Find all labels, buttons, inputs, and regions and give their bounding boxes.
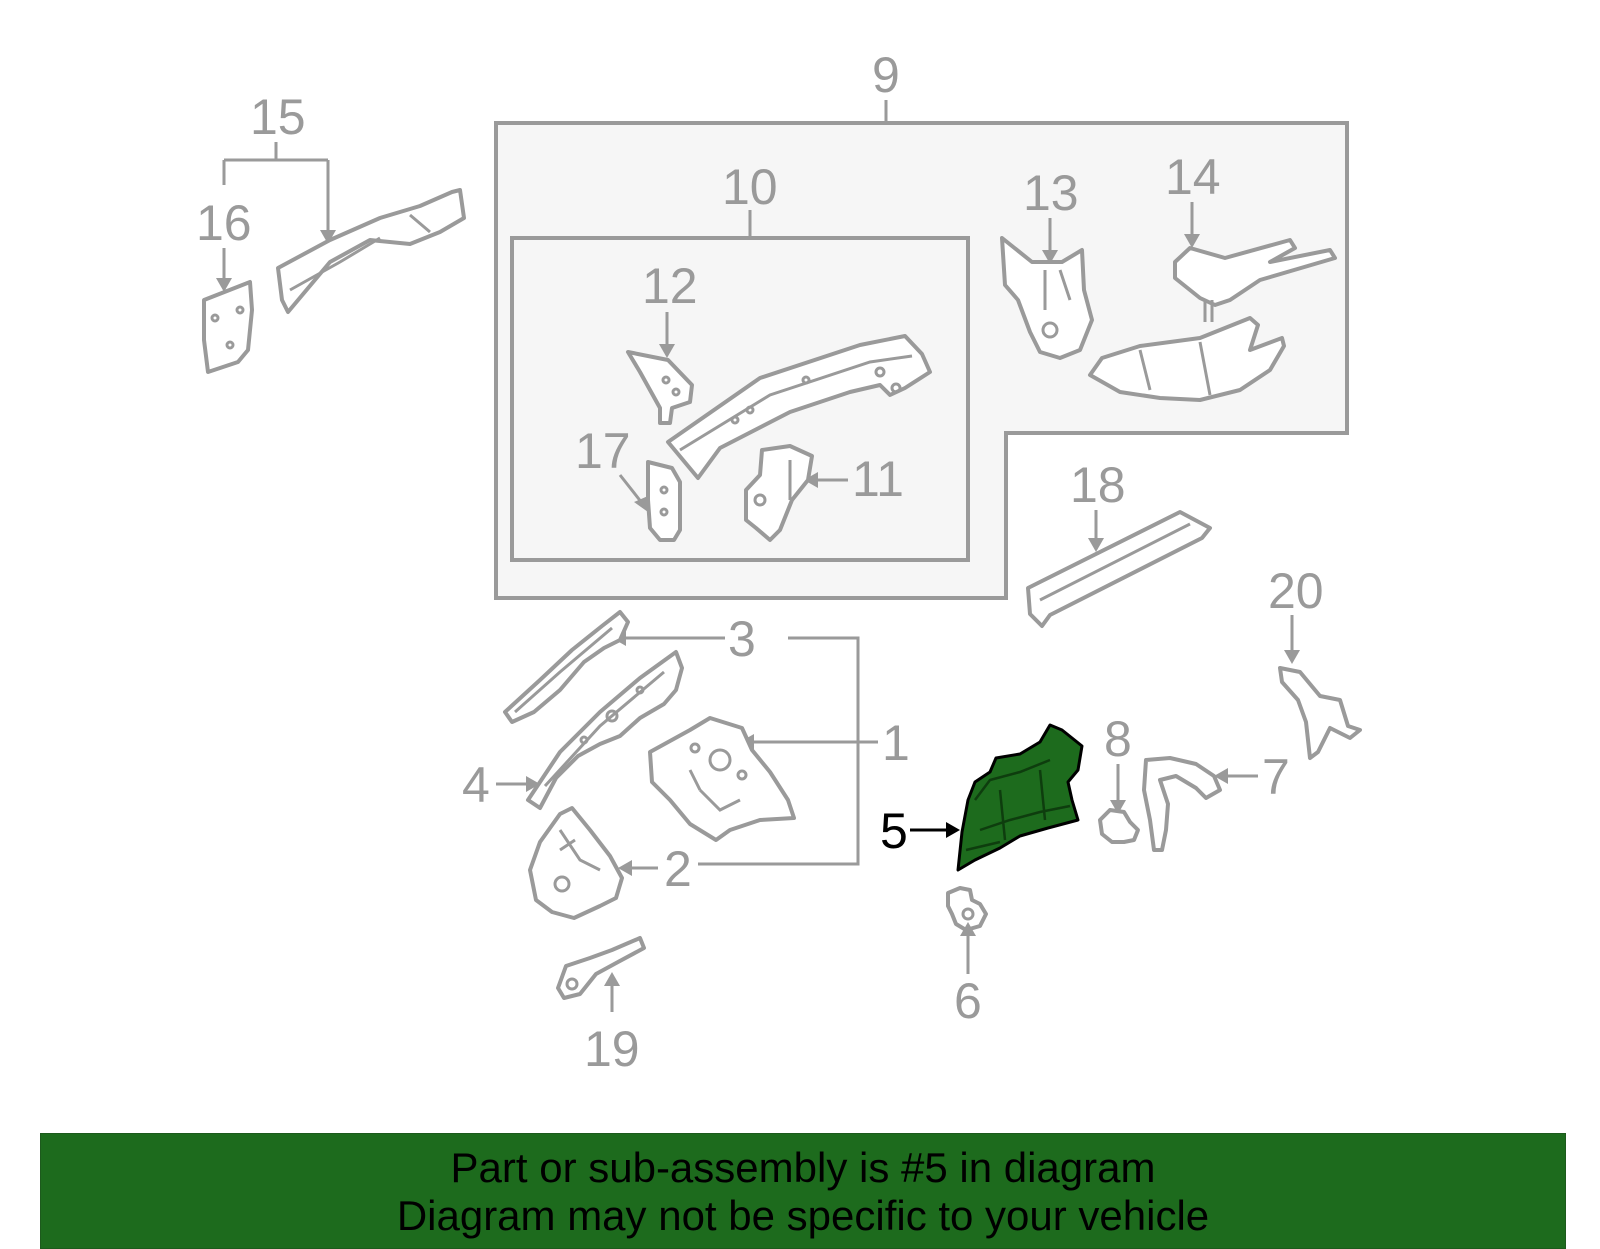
part-1-hole bbox=[708, 748, 732, 772]
part-19[interactable] bbox=[556, 936, 646, 1000]
arrowhead-16 bbox=[216, 278, 232, 292]
part-20[interactable] bbox=[1278, 666, 1362, 760]
part-15[interactable] bbox=[276, 188, 466, 314]
part-8[interactable] bbox=[1098, 808, 1140, 844]
callout-17[interactable]: 17 bbox=[575, 423, 631, 479]
arrowhead-2 bbox=[618, 860, 632, 876]
part-2-detail bbox=[558, 829, 601, 872]
part-13-hole bbox=[1041, 321, 1059, 339]
part-2-hole bbox=[553, 875, 571, 893]
part-1-detail bbox=[688, 769, 741, 812]
leader-17 bbox=[618, 474, 644, 504]
callout-9[interactable]: 9 bbox=[872, 47, 900, 103]
part-17-hole bbox=[659, 485, 669, 495]
callout-2[interactable]: 2 bbox=[664, 841, 692, 897]
part-10-hole bbox=[890, 382, 902, 394]
part-11-hole bbox=[753, 493, 767, 507]
part-10-hole bbox=[745, 405, 755, 415]
callout-18[interactable]: 18 bbox=[1070, 457, 1126, 513]
arrowhead-18 bbox=[1088, 538, 1104, 552]
part-12[interactable] bbox=[626, 350, 694, 425]
arrowhead-19 bbox=[604, 972, 620, 986]
part-4-hole bbox=[605, 709, 619, 723]
part-5-detail bbox=[965, 758, 1071, 852]
arrowhead-11 bbox=[804, 472, 818, 488]
part-16-hole bbox=[235, 305, 245, 315]
part-13[interactable] bbox=[1000, 236, 1094, 360]
callout-14[interactable]: 14 bbox=[1165, 149, 1221, 205]
part-1-hole bbox=[689, 742, 701, 754]
leader-15 bbox=[222, 142, 330, 232]
arrowhead-8 bbox=[1110, 800, 1126, 814]
arrowhead-5 bbox=[946, 822, 960, 838]
arrowhead-15 bbox=[320, 230, 336, 244]
arrowhead-4 bbox=[526, 776, 540, 792]
arrowhead-13 bbox=[1042, 250, 1058, 264]
callout-20[interactable]: 20 bbox=[1268, 563, 1324, 619]
part-17[interactable] bbox=[646, 460, 682, 542]
part-19-hole bbox=[565, 977, 579, 991]
leader-3 bbox=[620, 636, 860, 866]
part-3-detail bbox=[514, 626, 613, 714]
callout-7[interactable]: 7 bbox=[1262, 749, 1290, 805]
part-10-hole bbox=[874, 366, 886, 378]
arrowhead-20 bbox=[1284, 650, 1300, 664]
part-4-detail bbox=[543, 670, 665, 788]
arrowhead-6 bbox=[960, 922, 976, 936]
callout-3[interactable]: 3 bbox=[728, 611, 756, 667]
part-14-lower[interactable] bbox=[1088, 316, 1286, 402]
part-1[interactable] bbox=[648, 716, 796, 842]
part-14-post bbox=[1203, 300, 1214, 322]
callout-12[interactable]: 12 bbox=[642, 258, 698, 314]
callout-6[interactable]: 6 bbox=[954, 973, 982, 1029]
part-17-hole bbox=[659, 507, 669, 517]
callout-15[interactable]: 15 bbox=[250, 89, 306, 145]
part-5-highlighted[interactable] bbox=[956, 723, 1084, 872]
part-10-hole bbox=[730, 415, 740, 425]
callout-1[interactable]: 1 bbox=[882, 715, 910, 771]
part-18[interactable] bbox=[1026, 510, 1212, 628]
callout-10[interactable]: 10 bbox=[722, 159, 778, 215]
arrowhead-17 bbox=[634, 496, 648, 512]
part-16[interactable] bbox=[202, 280, 254, 374]
part-16-hole bbox=[210, 313, 220, 323]
part-7[interactable] bbox=[1142, 756, 1222, 852]
arrowhead-14 bbox=[1184, 234, 1200, 248]
part-16-hole bbox=[225, 340, 235, 350]
banner-line-1: Part or sub-assembly is #5 in diagram bbox=[450, 1144, 1156, 1191]
part-12-hole bbox=[671, 387, 681, 397]
callout-16[interactable]: 16 bbox=[196, 195, 252, 251]
info-banner: Part or sub-assembly is #5 in diagram Di… bbox=[40, 1133, 1566, 1249]
banner-line-2: Diagram may not be specific to your vehi… bbox=[396, 1192, 1210, 1239]
part-14-upper[interactable] bbox=[1173, 238, 1337, 307]
arrowhead-12 bbox=[659, 344, 675, 358]
part-14-detail bbox=[1138, 341, 1212, 396]
callout-11[interactable]: 11 bbox=[852, 451, 904, 507]
part-18-detail bbox=[1039, 522, 1191, 602]
part-10-detail bbox=[679, 354, 913, 452]
part-6-hole bbox=[961, 907, 975, 921]
part-13-detail bbox=[1043, 269, 1072, 310]
callout-8[interactable]: 8 bbox=[1104, 711, 1132, 767]
callout-4[interactable]: 4 bbox=[462, 757, 490, 813]
part-11[interactable] bbox=[744, 444, 814, 542]
part-10-hole bbox=[801, 375, 811, 385]
callout-13[interactable]: 13 bbox=[1023, 165, 1079, 221]
callout-19[interactable]: 19 bbox=[584, 1021, 640, 1077]
part-12-hole bbox=[661, 375, 671, 385]
part-15-detail bbox=[289, 213, 431, 292]
part-2[interactable] bbox=[528, 806, 624, 920]
arrowhead-7 bbox=[1214, 768, 1228, 784]
part-1-hole bbox=[736, 769, 748, 781]
callout-5[interactable]: 5 bbox=[880, 803, 908, 859]
